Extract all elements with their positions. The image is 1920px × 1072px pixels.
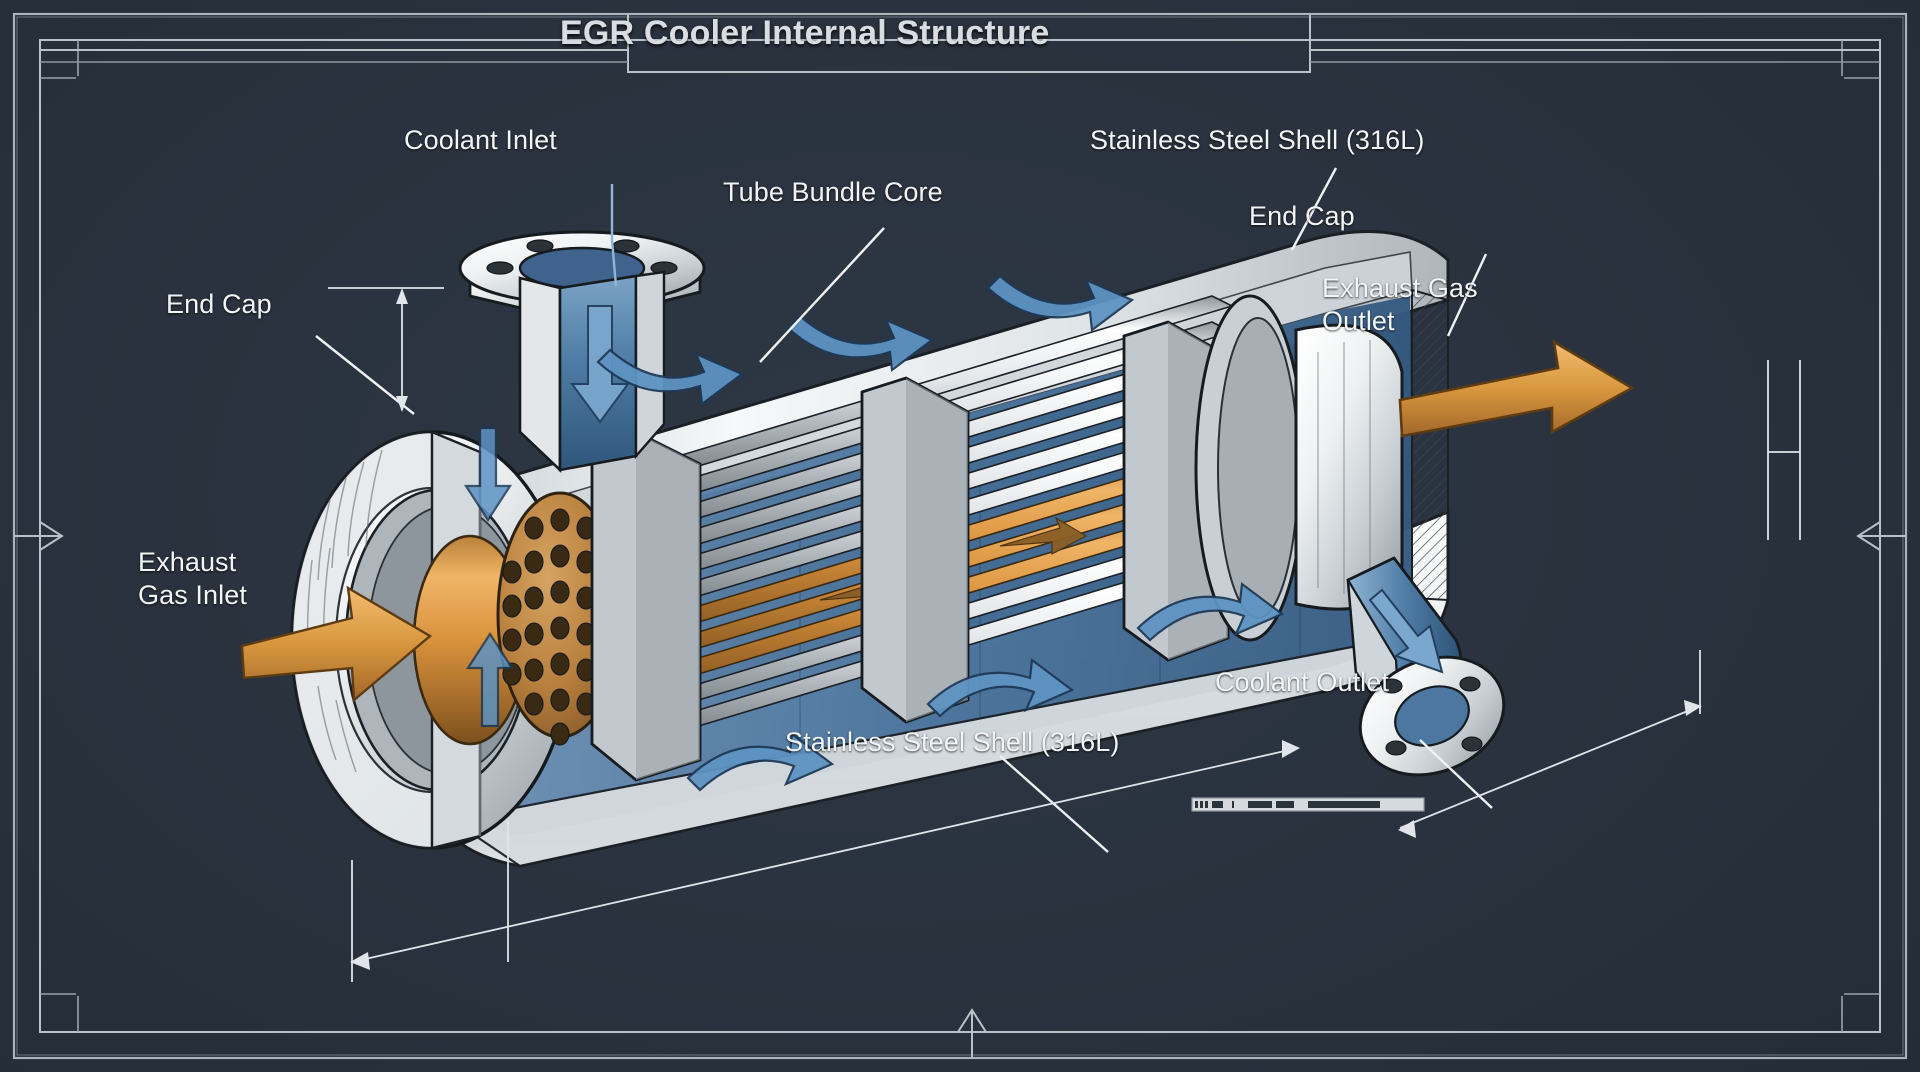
- coolant-outlet-nozzle: [1346, 556, 1506, 777]
- page-title: EGR Cooler Internal Structure: [560, 14, 1050, 52]
- exhaust-inlet-arrow: [240, 585, 433, 703]
- leader-coolant-outlet: [1419, 739, 1493, 809]
- coolant-flow-arrows: [463, 274, 1285, 792]
- leader-end-cap-right: [1446, 253, 1488, 337]
- leader-shell-top: [1290, 167, 1338, 251]
- scale-bar-group: [1191, 797, 1425, 812]
- exhaust-outlet-arrow: [1398, 339, 1635, 438]
- end-cap-right-part: [1194, 294, 1635, 642]
- leader-end-cap-left: [315, 335, 415, 415]
- dimension-lines: [328, 287, 1801, 982]
- center-mark-bottom: [956, 1008, 988, 1058]
- baffle-plates: [590, 320, 1230, 782]
- center-mark-left: [14, 520, 64, 552]
- center-mark-right: [1856, 520, 1906, 552]
- corner-ticks: [40, 40, 1880, 1032]
- leader-tube-bundle: [759, 227, 885, 363]
- title-block: [40, 14, 1880, 73]
- leader-coolant-inlet: [610, 184, 618, 287]
